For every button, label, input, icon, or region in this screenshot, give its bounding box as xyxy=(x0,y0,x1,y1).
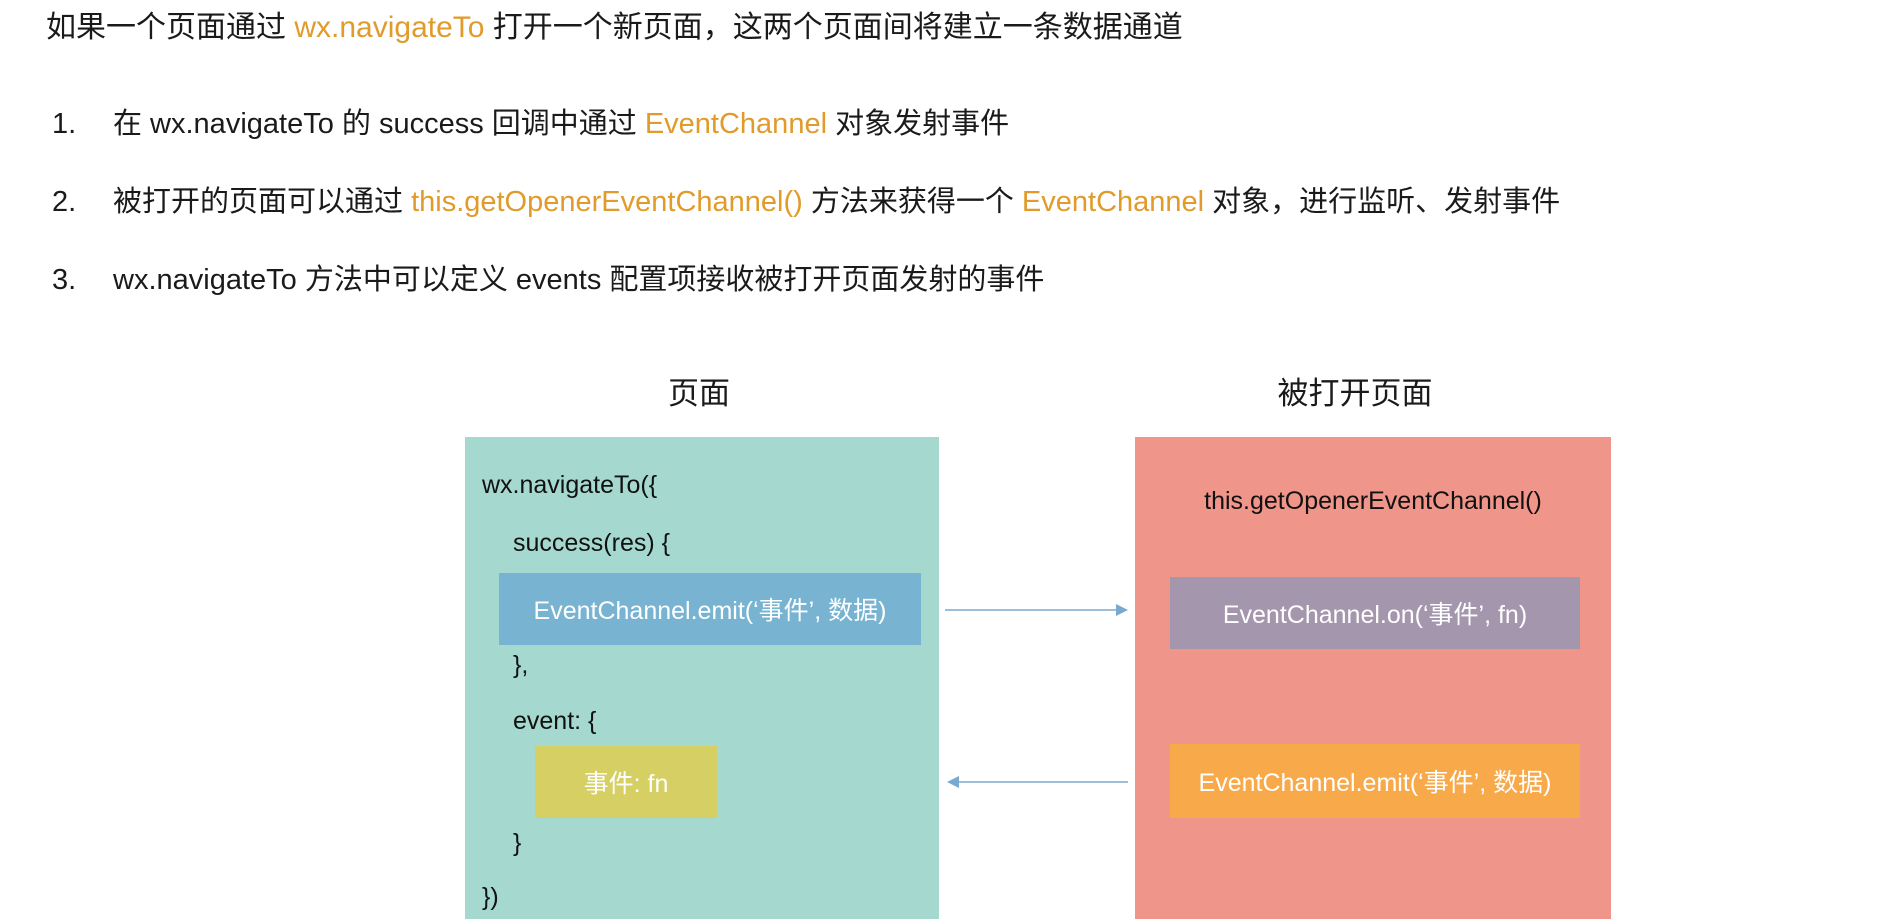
step-text-part: 对象，进行监听、发射事件 xyxy=(1204,186,1561,218)
step-text: 被打开的页面可以通过 this.getOpenerEventChannel() … xyxy=(113,180,1560,224)
left-column-title: 页面 xyxy=(668,376,730,411)
on-box-right: EventChannel.on(‘事件’, fn) xyxy=(1170,577,1580,649)
emit-box-left: EventChannel.emit(‘事件’, 数据) xyxy=(499,573,921,645)
intro-suffix: 打开一个新页面，这两个页面间将建立一条数据通道 xyxy=(484,11,1183,44)
code-event-close: } xyxy=(513,829,522,857)
intro-highlight: wx.navigateTo xyxy=(294,11,485,44)
intro-prefix: 如果一个页面通过 xyxy=(46,11,295,44)
step-number: 1. xyxy=(52,108,77,140)
step-highlight: this.getOpenerEventChannel() xyxy=(411,186,803,218)
code-success-close: }, xyxy=(513,651,529,679)
step-text-part: 被打开的页面可以通过 xyxy=(113,186,412,218)
intro-text: 如果一个页面通过 wx.navigateTo 打开一个新页面，这两个页面间将建立… xyxy=(46,6,1183,50)
code-navigate-close: }) xyxy=(482,883,499,911)
step-number: 3. xyxy=(52,264,77,296)
opened-page-panel: this.getOpenerEventChannel() EventChanne… xyxy=(1135,437,1611,919)
arrow-right-head xyxy=(1116,604,1128,616)
opener-channel-call: this.getOpenerEventChannel() xyxy=(1204,487,1542,515)
arrow-left-head xyxy=(947,776,959,788)
step-text-part: 对象发射事件 xyxy=(827,108,1010,140)
arrow-left xyxy=(947,776,1128,788)
code-navigate-open: wx.navigateTo({ xyxy=(482,471,658,499)
opener-page-panel: wx.navigateTo({ success(res) { EventChan… xyxy=(465,437,939,919)
right-column-title: 被打开页面 xyxy=(1277,376,1433,411)
step-text: wx.navigateTo 方法中可以定义 events 配置项接收被打开页面发… xyxy=(113,258,1044,302)
code-success-open: success(res) { xyxy=(513,529,670,557)
event-handler-box: 事件: fn xyxy=(535,746,717,818)
step-text-part: 方法来获得一个 xyxy=(802,186,1022,218)
step-text: 在 wx.navigateTo 的 success 回调中通过 EventCha… xyxy=(113,102,1009,146)
step-highlight: EventChannel xyxy=(644,108,828,140)
emit-box-right: EventChannel.emit(‘事件’, 数据) xyxy=(1170,744,1580,818)
step-highlight: EventChannel xyxy=(1021,186,1205,218)
step-number: 2. xyxy=(52,186,77,218)
step-text-part: wx.navigateTo 方法中可以定义 events 配置项接收被打开页面发… xyxy=(113,264,1045,296)
step-text-part: 在 wx.navigateTo 的 success 回调中通过 xyxy=(113,108,645,140)
arrow-right xyxy=(945,604,1128,616)
code-event-open: event: { xyxy=(513,707,597,735)
